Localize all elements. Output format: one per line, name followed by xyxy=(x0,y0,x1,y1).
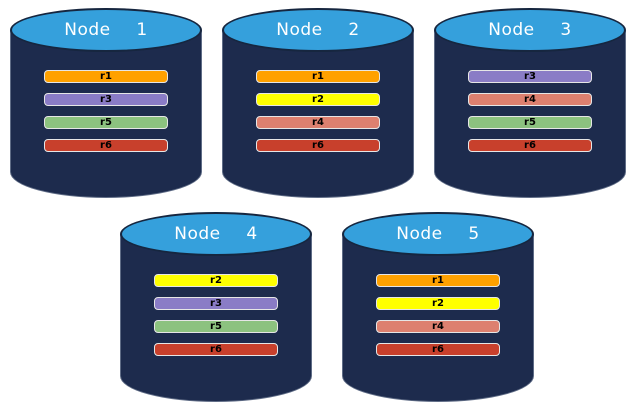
node-label: Node 4 xyxy=(174,224,258,244)
replica-bar-r6: r6 xyxy=(468,139,592,152)
cylinder-body xyxy=(10,30,202,198)
replica-bar-r5: r5 xyxy=(154,320,278,333)
node-cylinder-5: Node 5 r1 r2 r4 r6 xyxy=(342,212,534,402)
replica-bar-r1: r1 xyxy=(256,70,380,83)
replica-bar-r6: r6 xyxy=(376,343,500,356)
cylinder-top-ellipse: Node 3 xyxy=(434,8,626,52)
replica-bar-r4: r4 xyxy=(468,93,592,106)
node-cylinder-1: Node 1 r1 r3 r5 r6 xyxy=(10,8,202,198)
cylinder-body xyxy=(120,234,312,402)
node-label: Node 5 xyxy=(396,224,480,244)
replica-bar-r5: r5 xyxy=(44,116,168,129)
replica-bar-r5: r5 xyxy=(468,116,592,129)
replica-bar-list: r2 r3 r5 r6 xyxy=(154,274,278,356)
replica-bar-r3: r3 xyxy=(468,70,592,83)
node-cylinder-4: Node 4 r2 r3 r5 r6 xyxy=(120,212,312,402)
replica-bar-r1: r1 xyxy=(376,274,500,287)
cylinder-top-ellipse: Node 4 xyxy=(120,212,312,256)
replica-bar-r2: r2 xyxy=(154,274,278,287)
node-cylinder-3: Node 3 r3 r4 r5 r6 xyxy=(434,8,626,198)
replica-bar-r3: r3 xyxy=(154,297,278,310)
cylinder-top-ellipse: Node 5 xyxy=(342,212,534,256)
replica-bar-r3: r3 xyxy=(44,93,168,106)
node-label: Node 2 xyxy=(276,20,360,40)
replica-bar-list: r1 r3 r5 r6 xyxy=(44,70,168,152)
replica-bar-r6: r6 xyxy=(256,139,380,152)
cylinder-body xyxy=(342,234,534,402)
replica-bar-list: r1 r2 r4 r6 xyxy=(256,70,380,152)
replica-bar-r2: r2 xyxy=(256,93,380,106)
cylinder-body xyxy=(222,30,414,198)
cylinder-top-ellipse: Node 2 xyxy=(222,8,414,52)
replica-bar-r6: r6 xyxy=(44,139,168,152)
replica-bar-r4: r4 xyxy=(256,116,380,129)
node-cylinder-2: Node 2 r1 r2 r4 r6 xyxy=(222,8,414,198)
cylinder-top-ellipse: Node 1 xyxy=(10,8,202,52)
replica-bar-r1: r1 xyxy=(44,70,168,83)
replica-bar-r2: r2 xyxy=(376,297,500,310)
replica-bar-r6: r6 xyxy=(154,343,278,356)
replica-bar-list: r1 r2 r4 r6 xyxy=(376,274,500,356)
replica-bar-r4: r4 xyxy=(376,320,500,333)
node-label: Node 1 xyxy=(64,20,148,40)
replica-bar-list: r3 r4 r5 r6 xyxy=(468,70,592,152)
cylinder-body xyxy=(434,30,626,198)
node-label: Node 3 xyxy=(488,20,572,40)
